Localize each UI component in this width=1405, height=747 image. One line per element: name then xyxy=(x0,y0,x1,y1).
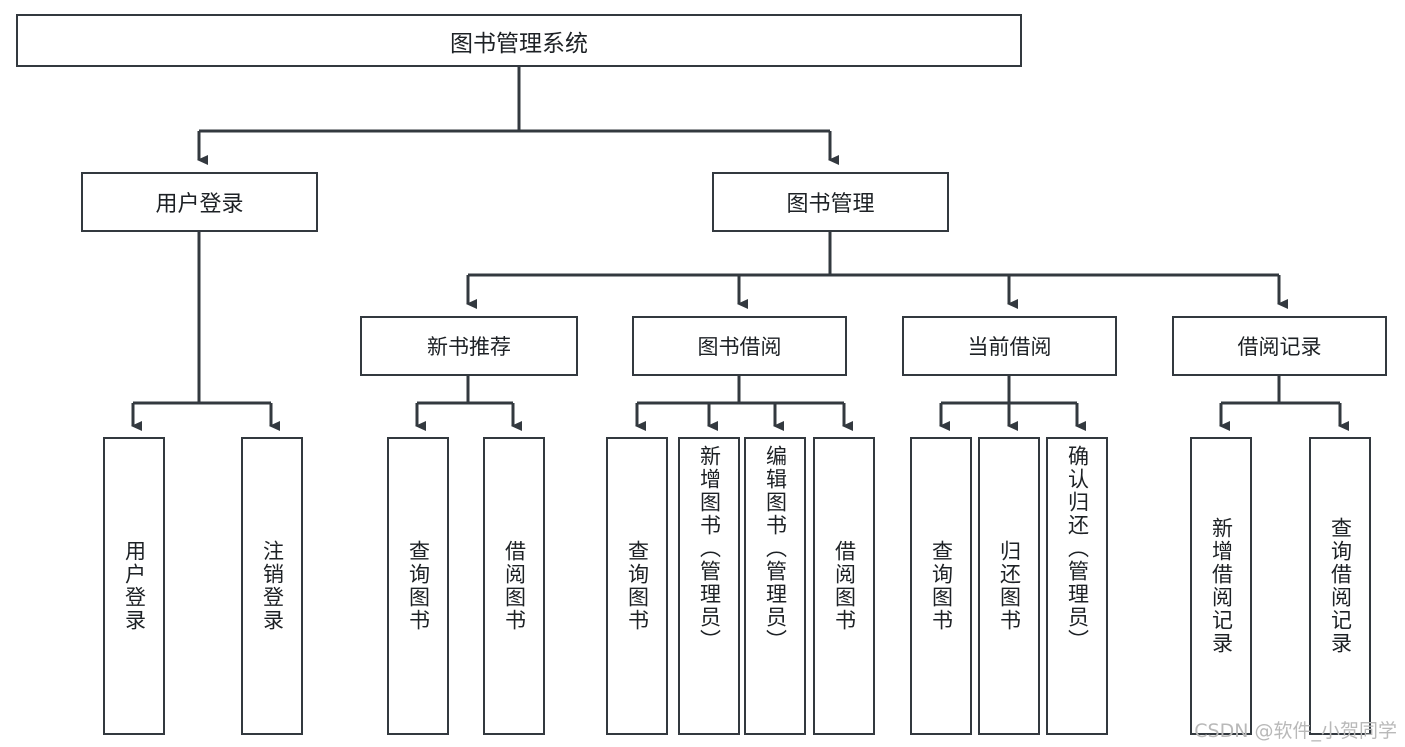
node-book-management[interactable]: 图书管理 xyxy=(712,172,949,232)
leaf-add-record[interactable]: 新增借阅记录 xyxy=(1190,437,1252,735)
leaf-borrow-book-2[interactable]: 借阅图书 xyxy=(813,437,875,735)
leaf-label: 查询图书 xyxy=(406,540,431,632)
node-label: 图书管理 xyxy=(786,192,875,217)
node-borrow-record[interactable]: 借阅记录 xyxy=(1172,316,1387,376)
node-current-borrow[interactable]: 当前借阅 xyxy=(902,316,1117,376)
leaf-label: 查询图书 xyxy=(625,540,650,632)
leaf-user-login[interactable]: 用户登录 xyxy=(103,437,165,735)
node-label: 用户登录 xyxy=(155,192,244,217)
node-user-login[interactable]: 用户登录 xyxy=(81,172,318,232)
leaf-label: 归还图书 xyxy=(997,540,1022,632)
leaf-label: 查询借阅记录 xyxy=(1328,517,1353,655)
leaf-label: 借阅图书 xyxy=(832,540,857,632)
node-label: 图书管理系统 xyxy=(450,30,588,57)
leaf-confirm-return[interactable]: 确认归还（管理员） xyxy=(1046,437,1108,735)
leaf-borrow-book-1[interactable]: 借阅图书 xyxy=(483,437,545,735)
leaf-label: 确认归还（管理员） xyxy=(1065,445,1090,652)
node-label: 新书推荐 xyxy=(427,335,511,359)
leaf-query-book-2[interactable]: 查询图书 xyxy=(606,437,668,735)
node-book-borrow[interactable]: 图书借阅 xyxy=(632,316,847,376)
node-new-book-recommend[interactable]: 新书推荐 xyxy=(360,316,578,376)
leaf-edit-book[interactable]: 编辑图书（管理员） xyxy=(744,437,806,735)
node-label: 借阅记录 xyxy=(1237,335,1322,359)
leaf-label: 编辑图书（管理员） xyxy=(763,445,788,652)
leaf-add-book[interactable]: 新增图书（管理员） xyxy=(678,437,740,735)
node-label: 图书借阅 xyxy=(697,335,782,359)
leaf-query-book-3[interactable]: 查询图书 xyxy=(910,437,972,735)
leaf-label: 新增图书（管理员） xyxy=(697,445,722,652)
leaf-label: 借阅图书 xyxy=(502,540,527,632)
leaf-logout[interactable]: 注销登录 xyxy=(241,437,303,735)
node-book-management-system[interactable]: 图书管理系统 xyxy=(16,14,1022,67)
leaf-return-book[interactable]: 归还图书 xyxy=(978,437,1040,735)
leaf-query-record[interactable]: 查询借阅记录 xyxy=(1309,437,1371,735)
leaf-query-book-1[interactable]: 查询图书 xyxy=(387,437,449,735)
leaf-label: 查询图书 xyxy=(929,540,954,632)
leaf-label: 注销登录 xyxy=(260,540,285,632)
leaf-label: 用户登录 xyxy=(122,540,147,632)
node-label: 当前借阅 xyxy=(967,335,1052,359)
leaf-label: 新增借阅记录 xyxy=(1209,517,1234,655)
